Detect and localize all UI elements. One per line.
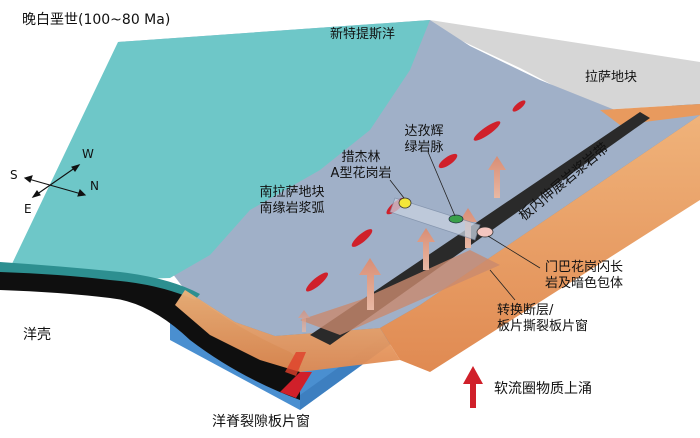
label-transform-line2: 板片撕裂板片窗 [497,319,589,334]
magma-body [512,100,526,112]
neo-tethys-ocean-surface [10,20,430,280]
diagram-title: 晚白垩世(100~80 Ma) [22,12,171,28]
ridge-window-strip [280,372,312,398]
legend-upwelling-label: 软流圈物质上涌 [494,381,592,397]
label-dazi-dike-line2: 绿岩脉 [404,140,444,155]
compass [23,164,87,198]
legend-arrow-shape [463,366,483,408]
label-menba-line1: 门巴花岗闪长 [545,260,624,275]
dazi-dike-symbol [448,214,464,224]
legend-upwelling-arrow [463,366,483,408]
compass-arrowhead [31,190,41,198]
leader-line [389,179,405,199]
lhasa-side-face [600,104,700,125]
intrusion-symbols [389,197,494,241]
compass-axis-sn [24,177,86,196]
magma-body [351,229,373,247]
label-cuojielin: 措杰林 A型花岗岩 [318,150,404,182]
label-transform-fault: 转换断层/ 板片撕裂板片窗 [497,303,588,335]
label-menba-line2: 岩及暗色包体 [545,276,624,291]
slab-tear-window [300,250,500,335]
label-lhasa-block: 拉萨地块 [585,70,638,85]
compass-arrowhead [77,188,87,197]
label-neo-tethys: 新特提斯洋 [330,27,396,42]
compass-arrowhead [71,164,81,172]
compass-n: N [90,179,99,193]
compass-w: W [82,147,94,161]
leader-lines [389,151,541,301]
label-ocean-crust: 洋壳 [23,327,51,343]
label-ridge-window: 洋脊裂隙板片窗 [212,414,310,430]
label-south-lhasa-line2: 南缘岩浆弧 [259,201,325,216]
plate-side-right [380,115,700,372]
cuojielin-granite-symbol [398,197,412,209]
compass-s: S [10,168,18,182]
upwelling-arrow [359,258,381,310]
compass-arrowhead [23,175,33,183]
leader-line [487,235,541,269]
label-dazi-dike-line1: 达孜辉 [404,124,444,139]
label-dazi-dike: 达孜辉 绿岩脉 [392,124,456,156]
magma-body [473,121,501,141]
upwelling-arrow [488,156,506,198]
menba-granodiorite-symbol [476,226,494,238]
compass-e: E [24,202,32,216]
upwelling-arrow [298,310,310,332]
leader-line [427,151,456,217]
label-south-lhasa-line1: 南拉萨地块 [259,185,325,200]
label-transform-line1: 转换断层/ [497,303,554,318]
leader-line [489,269,516,301]
plate-side-left [175,290,400,372]
label-menba-granodiorite: 门巴花岗闪长 岩及暗色包体 [545,260,623,292]
label-cuojielin-line2: A型花岗岩 [330,166,392,181]
magma-body [438,153,458,169]
ocean-crust-front-teal [0,262,200,300]
label-south-lhasa-arc: 南拉萨地块 南缘岩浆弧 [250,185,334,217]
magma-body [305,272,329,292]
ridge-window-strip-2 [285,352,306,376]
lhasa-block-top [430,20,700,110]
upwelling-arrow [417,228,435,270]
label-cuojielin-line1: 措杰林 [341,150,381,165]
compass-axis-we [32,164,80,198]
